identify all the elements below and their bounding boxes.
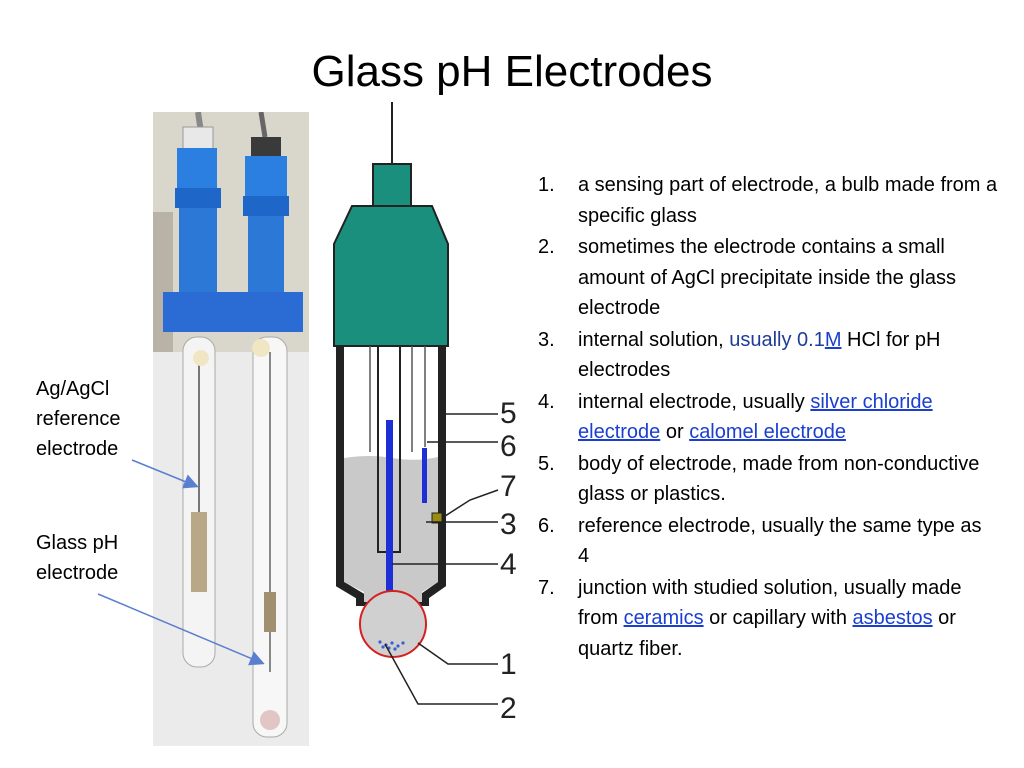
list-item: 3. internal solution, usually 0.1M HCl f… (538, 328, 941, 382)
electrode-diagram: 5 6 7 3 4 1 2 (333, 102, 517, 725)
slide-title: Glass pH Electrodes (311, 47, 713, 96)
link-ceramics[interactable]: ceramics (623, 607, 704, 629)
electrode-photo (153, 112, 309, 746)
caption-glass-electrode: Glass pH electrode (36, 532, 119, 584)
internal-electrode (386, 420, 393, 614)
reference-electrode (422, 448, 427, 503)
highlight-text: usually 0.1 (729, 328, 825, 351)
list-item: 7. junction with studied solution, usual… (538, 576, 962, 660)
diagram-label-1: 1 (500, 648, 517, 681)
link-molar[interactable]: M (824, 328, 842, 351)
caption-reference-electrode: Ag/AgCl reference electrode (36, 378, 121, 460)
diagram-label-2: 2 (500, 692, 517, 725)
link-silver-chloride-electrode[interactable]: silver chloride electrode (578, 390, 933, 444)
diagram-label-4: 4 (500, 548, 517, 581)
diagram-label-5: 5 (500, 397, 517, 430)
list-item: 1. a sensing part of electrode, a bulb m… (538, 174, 998, 227)
diagram-label-3: 3 (500, 508, 517, 541)
glass-bulb (359, 590, 427, 658)
diagram-label-7: 7 (500, 470, 517, 503)
list-item: 4. internal electrode, usually silver ch… (538, 390, 933, 444)
component-list: 1. a sensing part of electrode, a bulb m… (538, 170, 998, 665)
diagram-label-6: 6 (500, 430, 517, 463)
cap-top (372, 163, 412, 207)
cap-body (333, 205, 449, 347)
link-calomel-electrode[interactable]: calomel electrode (689, 421, 846, 443)
list-item: 6. reference electrode, usually the same… (538, 514, 982, 568)
list-item: 2. sometimes the electrode contains a sm… (538, 236, 956, 319)
list-item: 5. body of electrode, made from non-cond… (538, 452, 980, 506)
link-asbestos[interactable]: asbestos (852, 607, 933, 629)
